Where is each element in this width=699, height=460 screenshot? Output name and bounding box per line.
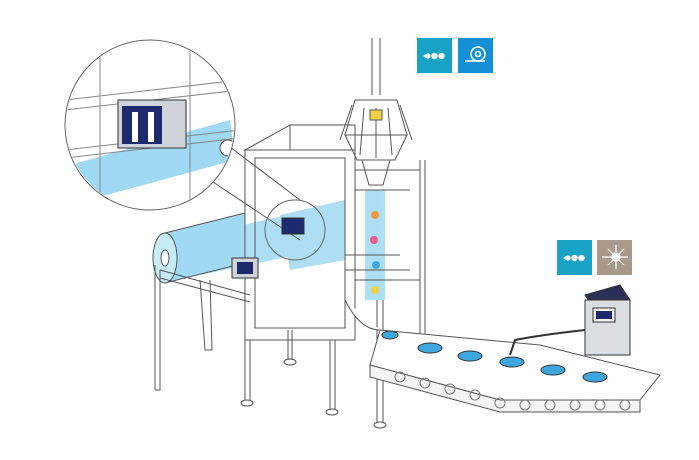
product-stream <box>370 211 380 294</box>
film-reel-badge <box>458 38 493 73</box>
film-reel-icon <box>465 46 486 62</box>
sensor-box <box>231 257 259 279</box>
film-roll <box>152 212 251 391</box>
dots-icon <box>423 52 445 60</box>
conveyor-rollers <box>394 371 631 411</box>
packages <box>381 330 608 383</box>
inkjet-printer <box>509 284 631 356</box>
multihead-weigher <box>339 99 413 186</box>
feed-tube <box>371 38 381 95</box>
laser-badge <box>597 240 632 275</box>
feeding-dots-badge-2 <box>557 240 592 275</box>
feeding-dots-badge <box>417 38 452 73</box>
magnifier-callout <box>64 39 326 261</box>
laser-icon <box>602 245 628 269</box>
dots-icon <box>563 254 585 262</box>
